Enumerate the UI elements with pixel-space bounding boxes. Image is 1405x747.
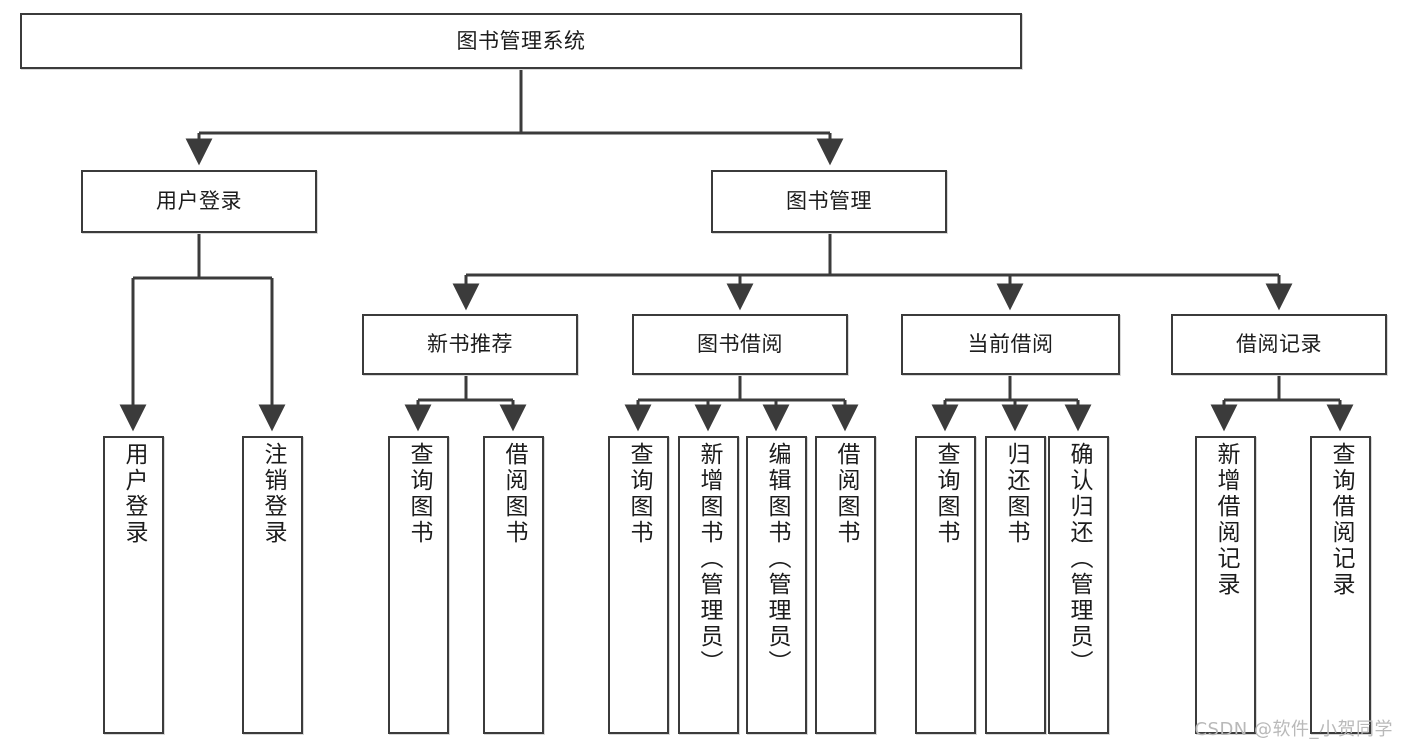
node-root-label: 图书管理系统 xyxy=(456,28,586,53)
node-current-borrow[interactable]: 当前借阅 xyxy=(901,314,1120,375)
node-leaf-query-book-3[interactable]: 查询图书 xyxy=(915,436,976,734)
node-leaf-user-login[interactable]: 用户登录 xyxy=(103,436,164,734)
node-leaf-add-record[interactable]: 新增借阅记录 xyxy=(1195,436,1256,734)
node-leaf-query-record-label: 查询借阅记录 xyxy=(1328,442,1354,598)
node-leaf-add-book-label: 新增图书（管理员） xyxy=(696,442,722,676)
node-leaf-edit-book-label: 编辑图书（管理员） xyxy=(764,442,790,676)
node-leaf-query-book-1-label: 查询图书 xyxy=(406,442,432,546)
node-leaf-borrow-book-1-label: 借阅图书 xyxy=(501,442,527,546)
node-leaf-user-logout-label: 注销登录 xyxy=(260,442,286,546)
node-root[interactable]: 图书管理系统 xyxy=(20,13,1022,69)
node-book-borrow-label: 图书借阅 xyxy=(697,332,783,357)
node-leaf-add-record-label: 新增借阅记录 xyxy=(1213,442,1239,598)
node-leaf-return-book-label: 归还图书 xyxy=(1003,442,1029,546)
node-book-manage-label: 图书管理 xyxy=(786,189,872,214)
node-borrow-record[interactable]: 借阅记录 xyxy=(1171,314,1387,375)
node-new-book-recommend[interactable]: 新书推荐 xyxy=(362,314,578,375)
node-book-manage[interactable]: 图书管理 xyxy=(711,170,947,233)
node-leaf-user-login-label: 用户登录 xyxy=(121,442,147,546)
node-leaf-borrow-book-2[interactable]: 借阅图书 xyxy=(815,436,876,734)
node-leaf-borrow-book-2-label: 借阅图书 xyxy=(833,442,859,546)
node-leaf-query-record[interactable]: 查询借阅记录 xyxy=(1310,436,1371,734)
node-leaf-query-book-2[interactable]: 查询图书 xyxy=(608,436,669,734)
csdn-watermark: CSDN @软件_小贺同学 xyxy=(1194,719,1393,740)
node-leaf-edit-book[interactable]: 编辑图书（管理员） xyxy=(746,436,807,734)
node-borrow-record-label: 借阅记录 xyxy=(1236,332,1322,357)
node-book-borrow[interactable]: 图书借阅 xyxy=(632,314,848,375)
node-leaf-add-book[interactable]: 新增图书（管理员） xyxy=(678,436,739,734)
node-leaf-confirm-return-label: 确认归还（管理员） xyxy=(1066,442,1092,676)
node-new-book-recommend-label: 新书推荐 xyxy=(427,332,513,357)
node-leaf-user-logout[interactable]: 注销登录 xyxy=(242,436,303,734)
node-user-login[interactable]: 用户登录 xyxy=(81,170,317,233)
node-current-borrow-label: 当前借阅 xyxy=(967,332,1054,357)
node-leaf-confirm-return[interactable]: 确认归还（管理员） xyxy=(1048,436,1109,734)
node-leaf-return-book[interactable]: 归还图书 xyxy=(985,436,1046,734)
node-leaf-borrow-book-1[interactable]: 借阅图书 xyxy=(483,436,544,734)
node-leaf-query-book-1[interactable]: 查询图书 xyxy=(388,436,449,734)
node-leaf-query-book-3-label: 查询图书 xyxy=(933,442,959,546)
node-user-login-label: 用户登录 xyxy=(156,189,242,214)
node-leaf-query-book-2-label: 查询图书 xyxy=(626,442,652,546)
